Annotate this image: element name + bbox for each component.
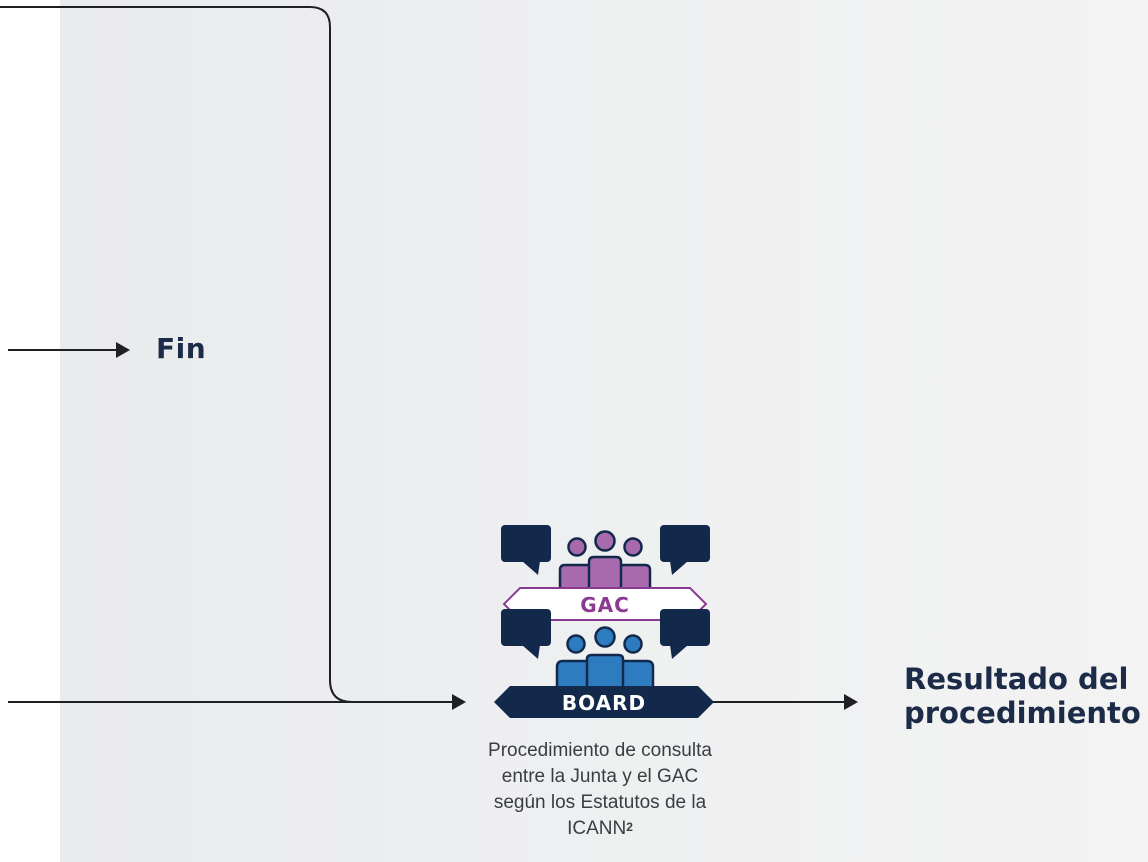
- board-banner-label: BOARD: [562, 691, 646, 715]
- caption-line: según los Estatutos de la: [493, 792, 707, 813]
- end-label: Fin: [156, 332, 207, 365]
- left-margin: [0, 0, 60, 862]
- speech-bubble-icon: [501, 525, 551, 575]
- people-group-icon: [555, 626, 655, 690]
- people-group-icon: [558, 530, 652, 592]
- result-label-line: procedimiento: [904, 696, 1141, 730]
- caption-line: ICANN2: [440, 816, 760, 842]
- speech-bubble-icon: [660, 609, 710, 659]
- gac-banner-label: GAC: [580, 593, 630, 617]
- arrowhead-consultation: [452, 694, 466, 710]
- result-label-line: Resultado del: [904, 662, 1129, 696]
- arrowhead-fin: [116, 342, 130, 358]
- board-banner: [494, 686, 714, 718]
- speech-bubble-icon: [501, 609, 551, 659]
- footnote-marker: 2: [626, 820, 633, 834]
- consultation-caption: Procedimiento de consulta entre la Junta…: [440, 738, 760, 842]
- process-panel: [60, 0, 1148, 862]
- caption-text: ICANN: [567, 818, 627, 839]
- caption-line: entre la Junta y el GAC: [501, 766, 699, 787]
- result-label: Resultado del procedimiento: [904, 662, 1148, 730]
- arrowhead-result: [844, 694, 858, 710]
- consultation-icon: GAC BOARD: [494, 525, 714, 718]
- caption-line: Procedimiento de consulta: [488, 740, 712, 761]
- speech-bubble-icon: [660, 525, 710, 575]
- loop-connector: [0, 6, 452, 703]
